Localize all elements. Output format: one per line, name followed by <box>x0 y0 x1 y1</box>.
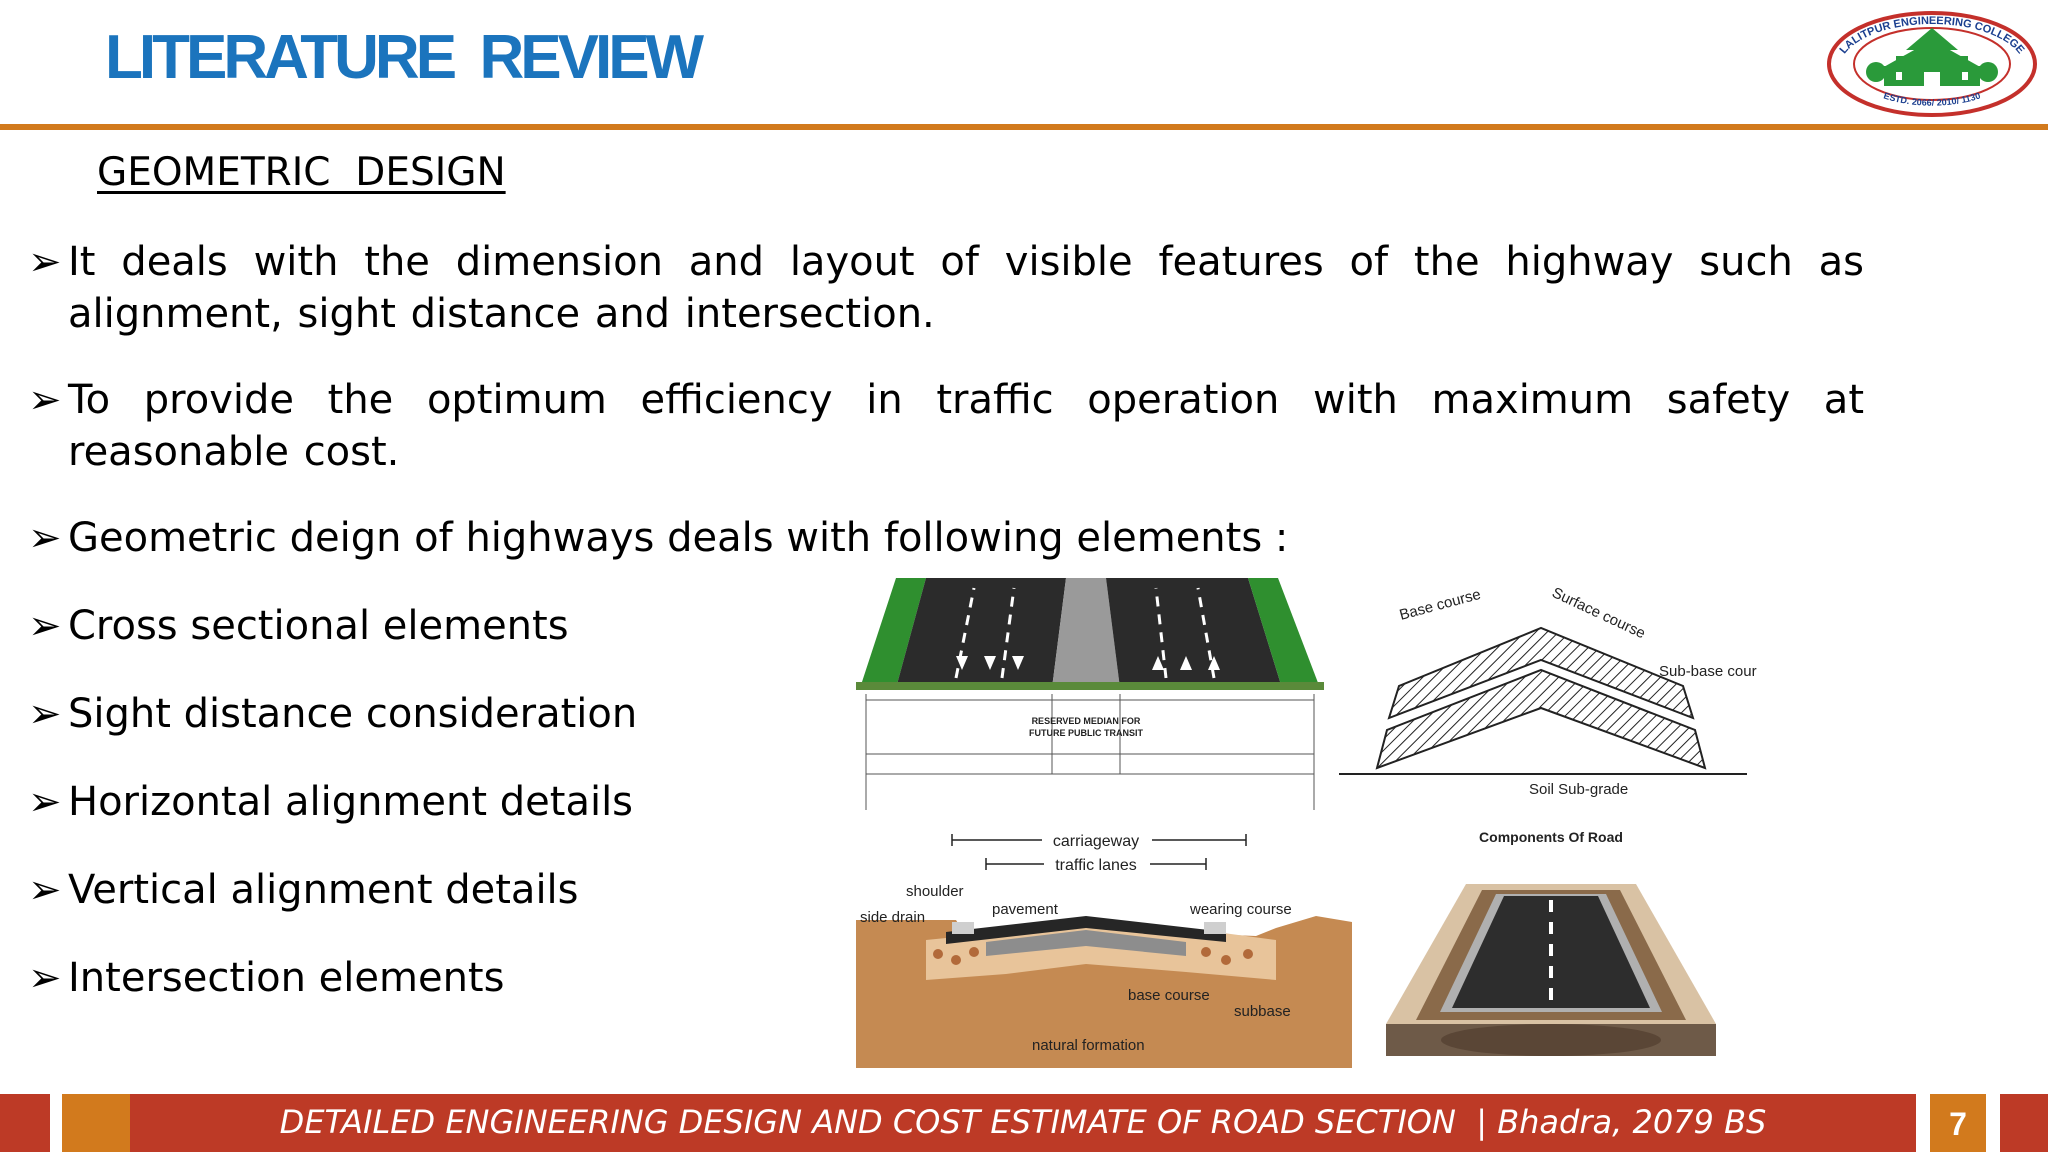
slide-title: LITERATURE REVIEW <box>105 23 704 92</box>
arrowhead-bullet-icon: ➢ <box>28 377 62 423</box>
bullet-item: ➢ Sight distance consideration <box>28 688 1864 740</box>
bullet-item: ➢ Vertical alignment details <box>28 864 1864 916</box>
road-profile-figure: carriageway traffic lanes shoulder side … <box>856 824 1352 1068</box>
footer-accent-left <box>0 1094 50 1152</box>
footer-gap <box>1916 1094 1930 1152</box>
footer-gap <box>1986 1094 2000 1152</box>
footer-accent-right <box>2000 1094 2048 1152</box>
highway-cross-section-figure: RESERVED MEDIAN FOR FUTURE PUBLIC TRANSI… <box>856 578 1324 820</box>
subbase-label: subbase <box>1234 1003 1291 1020</box>
header-divider <box>0 124 2048 130</box>
road-components-figure: Components Of Road <box>1356 824 1746 1068</box>
footer-bar <box>130 1094 1916 1152</box>
footer-text: DETAILED ENGINEERING DESIGN AND COST EST… <box>279 1103 1767 1141</box>
arrowhead-bullet-icon: ➢ <box>28 779 62 825</box>
arrowhead-bullet-icon: ➢ <box>28 515 62 561</box>
base-course-profile-label: base course <box>1128 987 1210 1004</box>
arrowhead-bullet-icon: ➢ <box>28 691 62 737</box>
arrowhead-bullet-icon: ➢ <box>28 867 62 913</box>
bullet-text: Horizontal alignment details <box>68 779 634 825</box>
pavement-label: pavement <box>992 901 1059 918</box>
bullet-text: Intersection elements <box>68 955 505 1001</box>
bullet-item: ➢ Cross sectional elements <box>28 600 1864 652</box>
soil-subgrade-label: Soil Sub-grade <box>1529 781 1628 798</box>
side-drain-label: side drain <box>860 909 925 926</box>
bullet-text: Vertical alignment details <box>68 867 579 913</box>
page-number-box <box>1930 1094 1986 1152</box>
bullet-item: ➢ To provide the optimum efficiency in t… <box>28 374 1864 478</box>
bullet-text: Sight distance consideration <box>68 691 638 737</box>
sub-base-course-label: Sub-base course <box>1659 663 1757 680</box>
footer-gap <box>50 1094 62 1152</box>
section-heading: GEOMETRIC DESIGN <box>97 150 506 195</box>
shoulder-label: shoulder <box>906 883 964 900</box>
components-figure-title: Components Of Road <box>1479 829 1623 845</box>
pavement-layers-figure: Base course Surface course Sub-base cour… <box>1329 578 1757 810</box>
natural-formation-label: natural formation <box>1032 1037 1145 1054</box>
bullet-text: To provide the optimum efficiency in tra… <box>68 377 1864 475</box>
bullet-item: ➢ Horizontal alignment details <box>28 776 1864 828</box>
traffic-lanes-label: traffic lanes <box>1055 857 1137 874</box>
arrowhead-bullet-icon: ➢ <box>28 603 62 649</box>
page-number: 7 <box>1949 1106 1967 1142</box>
arrowhead-bullet-icon: ➢ <box>28 955 62 1001</box>
bullet-text: Cross sectional elements <box>68 603 569 649</box>
median-label-line1: RESERVED MEDIAN FOR <box>1032 716 1141 726</box>
bullet-item: ➢ Geometric deign of highways deals with… <box>28 512 1864 564</box>
median-label-line2: FUTURE PUBLIC TRANSIT <box>1029 728 1143 738</box>
bullet-item: ➢ Intersection elements <box>28 952 1864 1004</box>
arrowhead-bullet-icon: ➢ <box>28 239 62 285</box>
bullet-text: It deals with the dimension and layout o… <box>68 239 1864 337</box>
carriageway-label: carriageway <box>1053 833 1139 850</box>
college-logo: LALITPUR ENGINEERING COLLEGE ESTD. 2066/… <box>1827 11 2037 117</box>
footer-accent-orange <box>62 1094 130 1152</box>
bullet-text: Geometric deign of highways deals with f… <box>68 515 1289 561</box>
bullet-item: ➢ It deals with the dimension and layout… <box>28 236 1864 340</box>
wearing-course-label: wearing course <box>1189 901 1292 918</box>
